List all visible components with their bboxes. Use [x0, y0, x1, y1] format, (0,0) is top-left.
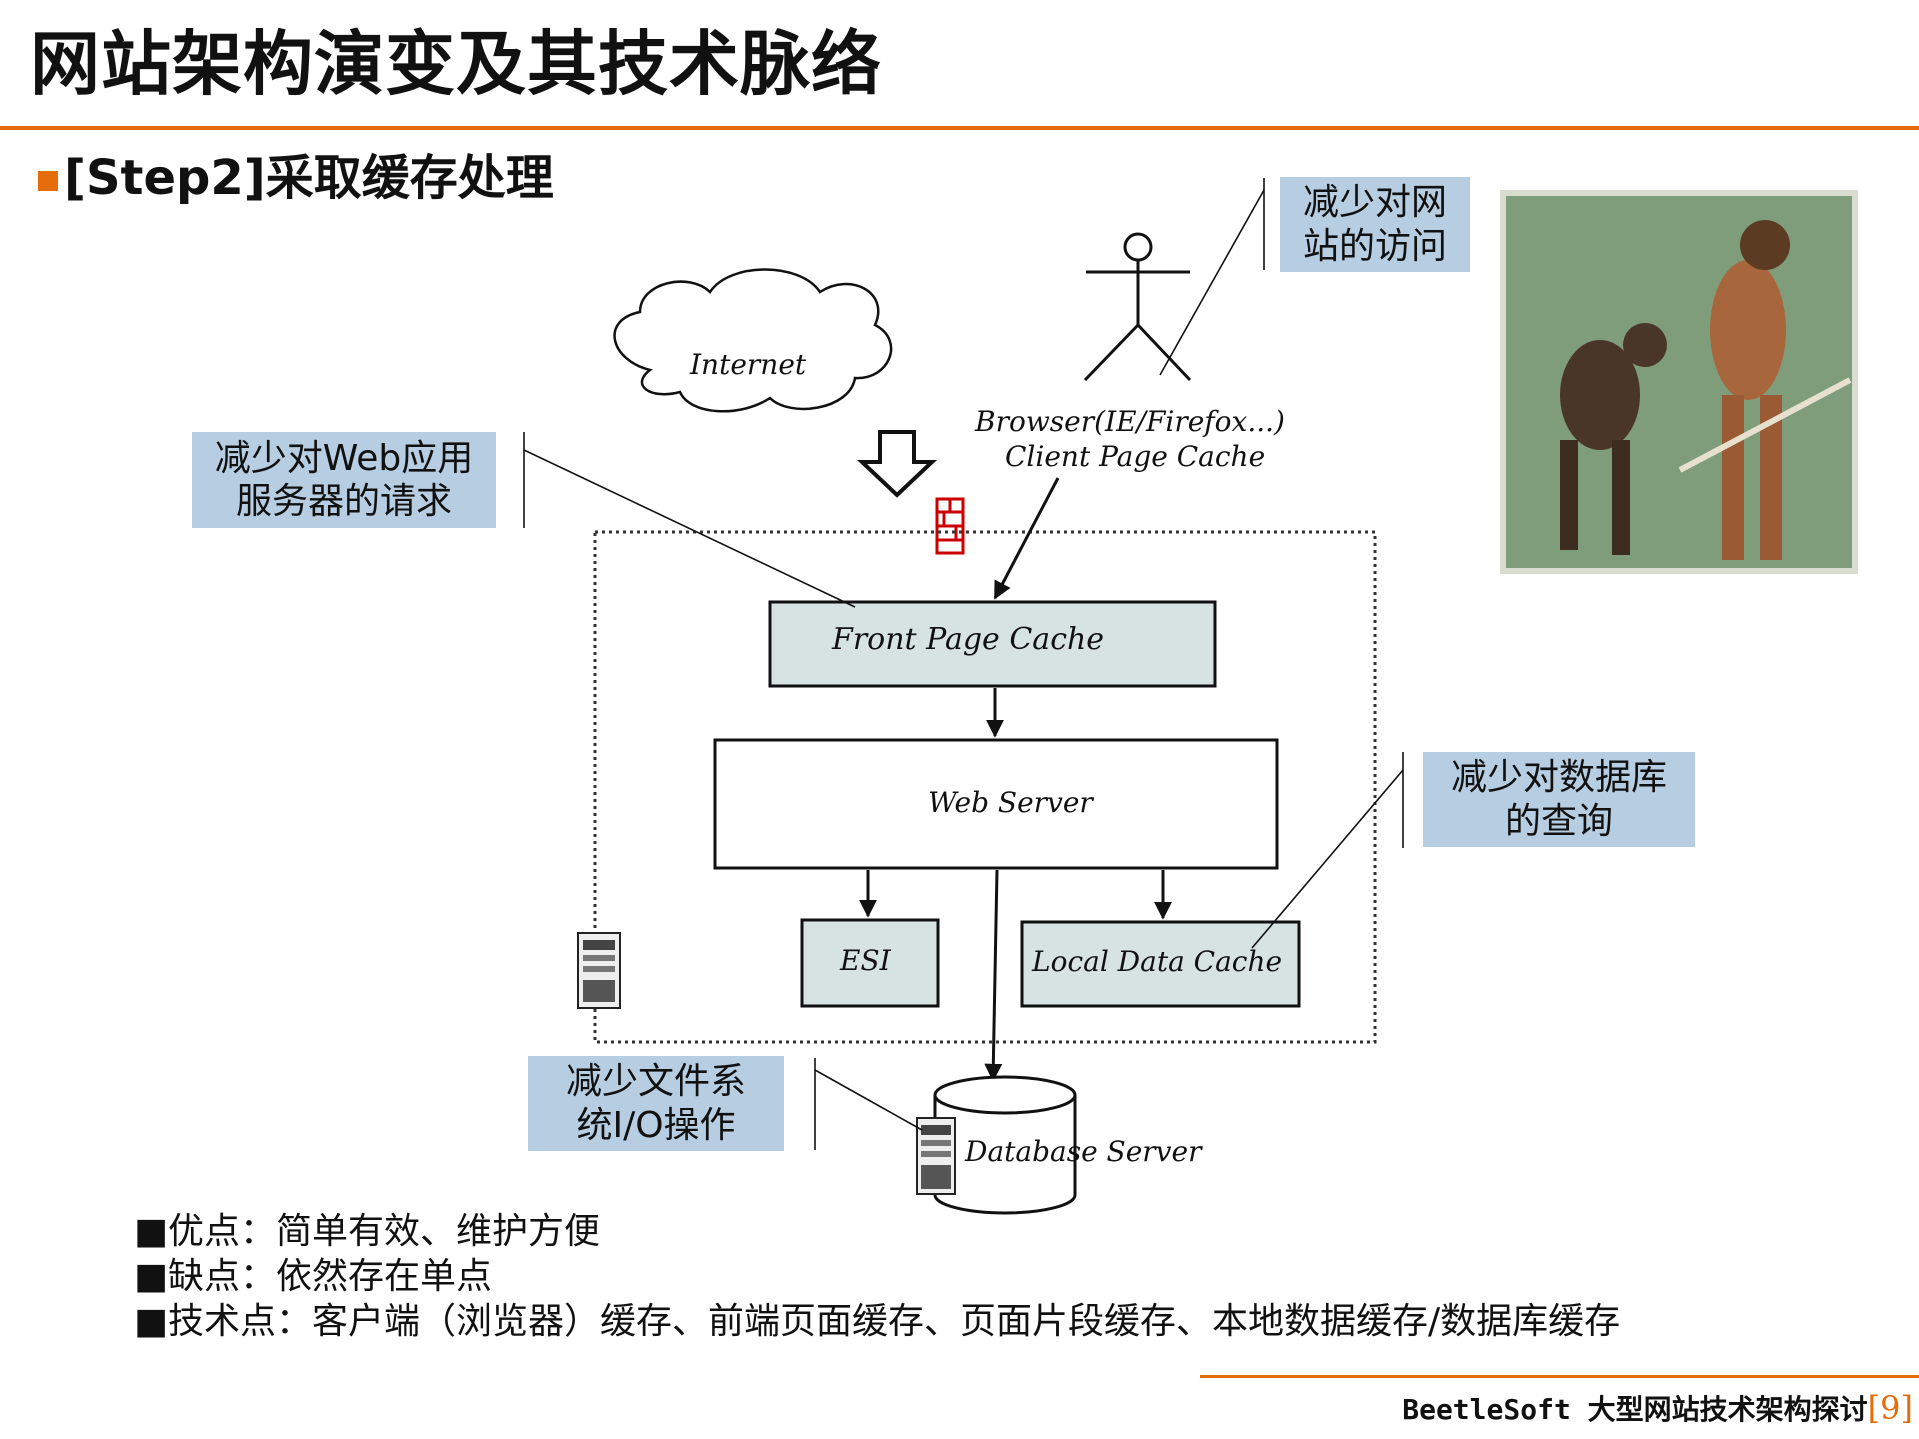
local-data-cache-box	[1020, 920, 1301, 1008]
evolution-illustration	[1500, 190, 1858, 574]
internet-cloud	[613, 268, 893, 413]
page-title: 网站架构演变及其技术脉络	[30, 23, 882, 105]
esi-box	[800, 918, 940, 1008]
internet-label: Internet	[690, 348, 807, 381]
front-page-cache-box	[768, 600, 1217, 688]
database-cylinder	[933, 1075, 1077, 1215]
local-data-cache-label: Local Data Cache	[1032, 945, 1283, 978]
callout-line: 服务器的请求	[235, 481, 452, 522]
section-heading: [Step2]采取缓存处理	[38, 150, 554, 208]
callout-reduce-fs-io: 减少文件系 统I/O操作	[528, 1056, 784, 1151]
firewall-icon	[935, 497, 965, 555]
callout-line: 减少对网	[1302, 182, 1447, 224]
footer-brand: BeetleSoft 大型网站技术架构探讨	[1402, 1393, 1868, 1426]
page-number-open: [	[1867, 1389, 1881, 1427]
web-server-box	[713, 738, 1279, 870]
client-page-cache-label: Client Page Cache	[1005, 440, 1266, 473]
user-figure-icon	[1083, 232, 1192, 382]
callout-line: 减少对Web应用	[214, 437, 474, 479]
bullet-square-icon	[38, 171, 58, 191]
front-page-cache-label: Front Page Cache	[832, 622, 1105, 657]
server-tower-icon	[577, 932, 621, 1009]
callout-line: 减少对数据库	[1450, 757, 1667, 799]
esi-label: ESI	[840, 944, 891, 977]
callout-line: 统I/O操作	[576, 1104, 736, 1146]
title-divider	[0, 126, 1919, 130]
section-heading-text: [Step2]采取缓存处理	[64, 150, 554, 206]
callout-reduce-db-queries: 减少对数据库 的查询	[1423, 752, 1695, 847]
callout-reduce-site-visit: 减少对网 站的访问	[1280, 177, 1470, 272]
page-number-close: ]	[1900, 1389, 1913, 1427]
tech-points-text: ■技术点：客户端（浏览器）缓存、前端页面缓存、页面片段缓存、本地数据缓存/数据库…	[134, 1301, 1621, 1342]
callout-line: 减少文件系	[565, 1061, 746, 1103]
cons-text: ■缺点：依然存在单点	[134, 1256, 493, 1297]
pros-text: ■优点：简单有效、维护方便	[134, 1211, 601, 1252]
callout-line: 站的访问	[1302, 225, 1447, 267]
browser-label: Browser(IE/Firefox...)	[975, 405, 1285, 438]
callout-line: 的查询	[1504, 800, 1613, 842]
callout-reduce-web-requests: 减少对Web应用 服务器的请求	[192, 432, 496, 528]
down-arrow-icon	[856, 430, 938, 498]
page-number: 9	[1880, 1389, 1901, 1427]
footer: BeetleSoft 大型网站技术架构探讨[9]	[1402, 1388, 1913, 1428]
web-server-label: Web Server	[928, 786, 1093, 819]
database-server-label: Database Server	[965, 1135, 1202, 1168]
db-server-tower-icon	[916, 1117, 956, 1195]
footer-divider	[1200, 1375, 1919, 1378]
server-boundary	[593, 530, 1377, 1044]
